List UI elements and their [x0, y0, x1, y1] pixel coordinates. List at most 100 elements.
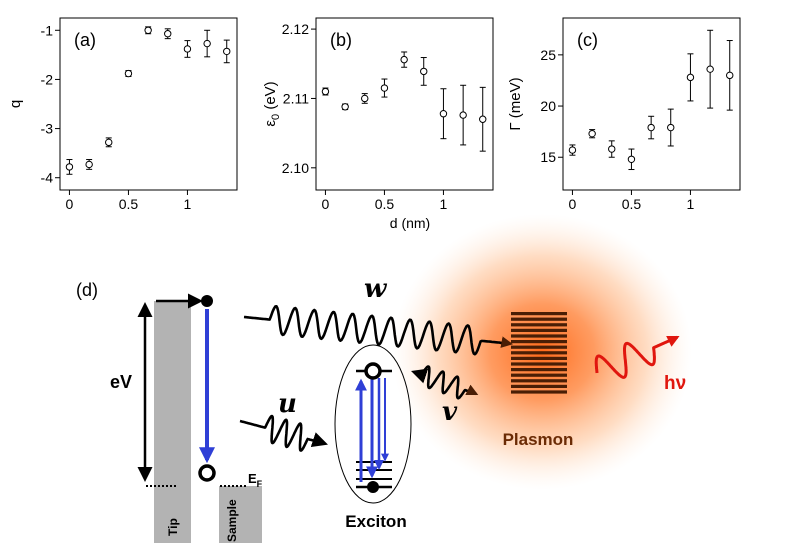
x-tick-label: 1: [687, 196, 695, 212]
y-axis-label: q: [7, 100, 24, 108]
plasmon-mode-line: [511, 356, 567, 360]
plasmon-mode-line: [511, 373, 567, 377]
x-axis-label: d (nm): [390, 215, 430, 231]
plasmon-mode-line: [511, 317, 567, 321]
data-point: [479, 115, 487, 123]
sample-hole: [198, 464, 216, 482]
data-points: [65, 26, 231, 175]
data-points: [321, 51, 487, 152]
panel-label: (c): [577, 30, 598, 50]
tip-label: Tip: [166, 518, 180, 536]
y-tick-label: -2: [41, 71, 54, 87]
data-point: [65, 163, 74, 171]
data-point: [124, 69, 133, 78]
bias-label: eV: [110, 372, 132, 392]
plasmon-mode-line: [511, 334, 567, 338]
data-point: [85, 160, 93, 169]
data-point: [164, 30, 172, 38]
x-tick-label: 0: [322, 196, 330, 212]
tip-electron: [201, 295, 213, 307]
data-point: [627, 155, 636, 163]
data-point: [726, 71, 734, 80]
y-tick-label: 20: [540, 98, 556, 114]
data-point: [400, 55, 408, 64]
exciton-excited-state: [364, 362, 382, 380]
y-tick-label: 2.12: [282, 21, 309, 37]
exciton-ground-state: [367, 481, 379, 493]
x-tick-label: 0.5: [375, 196, 395, 212]
exciton-ellipse: [334, 344, 412, 504]
x-tick-label: 0.5: [622, 196, 642, 212]
data-point: [341, 103, 349, 111]
data-point: [105, 138, 113, 147]
y-axis-label: Γ (meV): [507, 77, 524, 130]
tip-electrode: [154, 301, 191, 543]
plasmon-mode-line: [511, 368, 567, 372]
data-point: [706, 65, 714, 73]
coupling-v-label: v: [442, 397, 458, 427]
data-point: [420, 67, 428, 76]
plasmon-mode-line: [511, 312, 567, 316]
x-tick-label: 0: [66, 196, 74, 212]
plasmon-mode-line: [511, 340, 567, 344]
plasmon-mode-line: [511, 384, 567, 388]
data-point: [667, 123, 675, 132]
y-ticks: -4-3-2-1: [41, 22, 60, 186]
plot-frame: [315, 17, 494, 191]
data-point: [183, 45, 192, 53]
x-tick-label: 0.5: [119, 196, 139, 212]
plasmon-mode-line: [511, 323, 567, 327]
photon-label: hν: [664, 373, 686, 394]
plot-frame: [562, 17, 741, 191]
y-tick-label: 2.11: [283, 90, 309, 106]
data-point: [223, 47, 231, 56]
y-tick-label: 25: [540, 47, 556, 63]
plasmon-mode-line: [511, 362, 567, 366]
data-point: [321, 87, 330, 96]
panel-label: (b): [330, 30, 352, 50]
plot-frame: [59, 17, 238, 191]
plasmon-mode-line: [511, 351, 567, 355]
panel-label: (a): [74, 30, 96, 50]
y-tick-label: -1: [41, 22, 54, 38]
plasmon-mode-line: [511, 345, 567, 349]
y-tick-label: 15: [540, 149, 556, 165]
y-ticks: 15 20 25: [540, 47, 563, 165]
photon-emission-wave: [594, 335, 680, 379]
y-tick-label: 2.10: [282, 160, 309, 176]
exciton-label: Exciton: [345, 512, 406, 531]
x-tick-label: 0: [569, 196, 577, 212]
data-point: [608, 145, 616, 153]
data-point: [686, 73, 695, 82]
coupling-u-wave: [239, 414, 328, 452]
y-ticks: 2.10 2.11 2.12: [282, 21, 316, 176]
data-point: [647, 123, 655, 132]
plasmon-mode-line: [511, 390, 567, 394]
data-point: [144, 26, 152, 34]
coupling-w-wave: [243, 305, 514, 356]
data-point: [380, 84, 389, 92]
plasmon-mode-stack: [511, 312, 567, 394]
data-points: [568, 29, 734, 171]
y-tick-label: -4: [41, 170, 54, 186]
y-axis-label: ε0 (eV): [262, 81, 282, 126]
sample-label: Sample: [225, 499, 239, 542]
data-point: [459, 111, 467, 119]
data-point: [361, 94, 369, 103]
plasmon-mode-line: [511, 379, 567, 383]
panel-d-diagram: (d) Tip Sample EF eV w u v: [76, 214, 692, 543]
coupling-w-label: w: [364, 274, 388, 304]
x-tick-label: 1: [184, 196, 192, 212]
x-tick-label: 1: [440, 196, 448, 212]
panel-label: (d): [76, 280, 98, 300]
data-point: [439, 110, 448, 118]
data-point: [203, 39, 211, 48]
data-point: [588, 129, 596, 138]
